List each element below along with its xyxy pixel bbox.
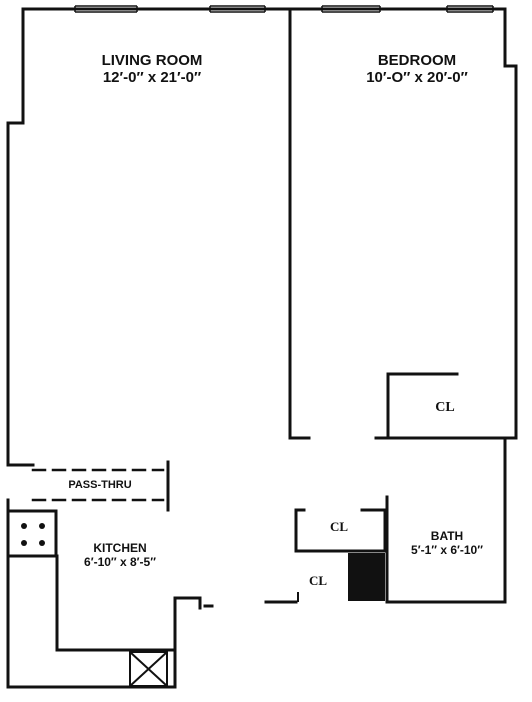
living-room-dimensions: 12′-0″ x 21′-0″: [102, 69, 202, 87]
stove-burners: [21, 523, 45, 546]
kitchen-stove: [8, 509, 58, 558]
living-room-name: LIVING ROOM: [101, 52, 203, 69]
kitchen-name: KITCHEN: [93, 541, 147, 555]
left-exterior-wall: [6, 7, 35, 467]
hall-closet-label: CL: [329, 519, 349, 534]
bedroom-name: BEDROOM: [377, 52, 457, 69]
pass-thru-label: PASS-THRU: [68, 479, 132, 491]
living-room-label: LIVING ROOM 12′-0″ x 21′-0″: [62, 52, 242, 87]
bath-label: BATH 5′-1″ x 6′-10″: [392, 529, 502, 558]
bedroom-closet-wall: [386, 372, 459, 440]
kitchen-counter: [8, 554, 177, 652]
bedroom-closet-label: CL: [435, 400, 455, 415]
partition-wall: [288, 7, 311, 440]
bath-name: BATH: [430, 529, 464, 543]
refrigerator: [129, 651, 168, 687]
bath-dimensions: 5′-1″ x 6′-10″: [411, 542, 483, 557]
window: [74, 5, 138, 13]
kitchen-wall: [6, 498, 202, 689]
kitchen-door-jamb: [198, 596, 214, 610]
kitchen-label: KITCHEN 6′-10″ x 8′-5″: [60, 541, 180, 570]
window: [209, 5, 266, 13]
right-exterior-wall: [385, 7, 518, 604]
bath-fixture: [348, 553, 385, 601]
bedroom-dimensions: 10′-O″ x 20′-0″: [366, 69, 468, 87]
window: [321, 5, 381, 13]
window: [446, 5, 494, 13]
bedroom-label: BEDROOM 10′-O″ x 20′-0″: [327, 52, 507, 87]
pass-thru-counter: [31, 468, 165, 502]
hall-closet-wall: [294, 508, 387, 553]
entry-closet-label: CL: [308, 573, 328, 588]
kitchen-dimensions: 6′-10″ x 8′-5″: [84, 554, 156, 569]
